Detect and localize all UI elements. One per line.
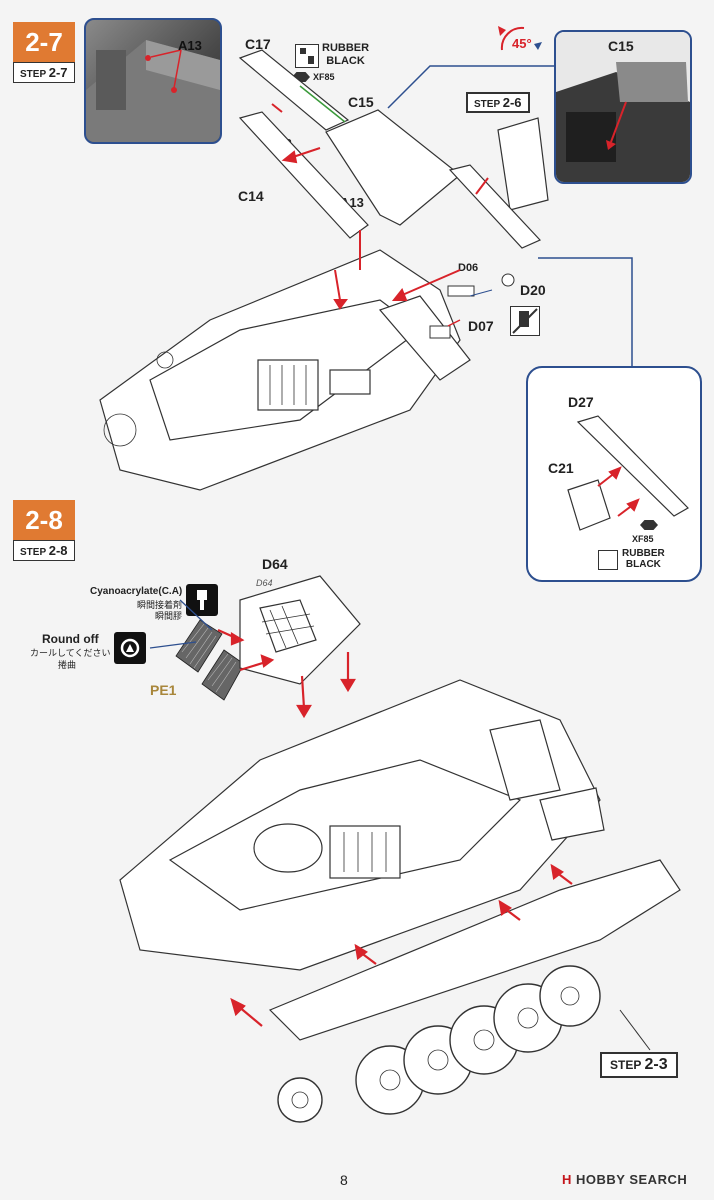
glue-label-jp: 瞬間接着剤 xyxy=(136,600,182,610)
brand-logo-icon: H xyxy=(562,1172,572,1187)
page-number: 8 xyxy=(340,1172,348,1188)
round-off-icon xyxy=(114,632,146,664)
glue-label-en: Cyanoacrylate(C.A) xyxy=(90,586,183,597)
brand-name: HOBBY SEARCH xyxy=(576,1172,688,1187)
no-glue-icon xyxy=(510,306,540,336)
part-pe1-label: PE1 xyxy=(150,682,177,698)
round-off-label-en: Round off xyxy=(42,632,99,646)
glue-label-cn: 瞬間膠 xyxy=(154,611,182,621)
photo-a13-label: A13 xyxy=(178,38,202,53)
part-d20-label: D20 xyxy=(520,282,546,298)
part-c14-label: C14 xyxy=(238,188,264,204)
ref-step-2-6: STEP 2-6 xyxy=(466,92,530,113)
part-c17-label: C17 xyxy=(245,36,271,52)
photo-c15-detail xyxy=(554,30,692,184)
paint-brush-icon xyxy=(295,44,319,68)
round-off-label-jp: カールしてください xyxy=(30,648,111,658)
callout-paint-name: RUBBER BLACK xyxy=(622,548,665,570)
paint-swatch-icon xyxy=(292,72,310,82)
photo-c15-label: C15 xyxy=(608,38,634,54)
callout-drawing xyxy=(567,415,689,531)
part-d64-small-label: D64 xyxy=(256,578,273,588)
step-2-7-tag: STEP 2-7 xyxy=(13,62,75,83)
part-c15-label: C15 xyxy=(348,94,374,110)
part-d27-label: D27 xyxy=(568,394,594,410)
photo-c15-drawing xyxy=(556,32,690,182)
callout-paint-code: XF85 xyxy=(632,534,654,544)
callout-d27-c21: D27 C21 XF85 RUBBER BLACK xyxy=(526,366,702,582)
step-2-8-assembly-drawing xyxy=(119,575,681,1123)
paint-rubber-black-name: RUBBER BLACK xyxy=(322,42,370,67)
part-d64-label: D64 xyxy=(262,556,288,572)
ref-step-2-3: STEP 2-3 xyxy=(600,1052,678,1078)
step-2-7-number: 2-7 xyxy=(13,22,75,62)
angle-45-label: 45° xyxy=(512,36,532,51)
callout-paint-swatch-icon xyxy=(640,520,658,530)
step-2-8-number: 2-8 xyxy=(13,500,75,540)
part-d06-label: D06 xyxy=(458,262,479,274)
part-d07-label: D07 xyxy=(468,318,494,334)
paint-code-xf85: XF85 xyxy=(313,72,335,82)
brand-watermark: H HOBBY SEARCH xyxy=(562,1172,687,1187)
step-2-7-assembly-drawing xyxy=(99,49,633,491)
photo-a13-drawing xyxy=(86,40,220,142)
callout-paint-brush-icon xyxy=(598,550,618,570)
photo-a13-detail xyxy=(84,18,222,144)
glue-icon xyxy=(186,584,218,616)
part-c21-label: C21 xyxy=(548,460,574,476)
angle-45-icon xyxy=(498,26,542,51)
round-off-label-cn: 捲曲 xyxy=(58,660,77,670)
step-2-8-tag: STEP 2-8 xyxy=(13,540,75,561)
